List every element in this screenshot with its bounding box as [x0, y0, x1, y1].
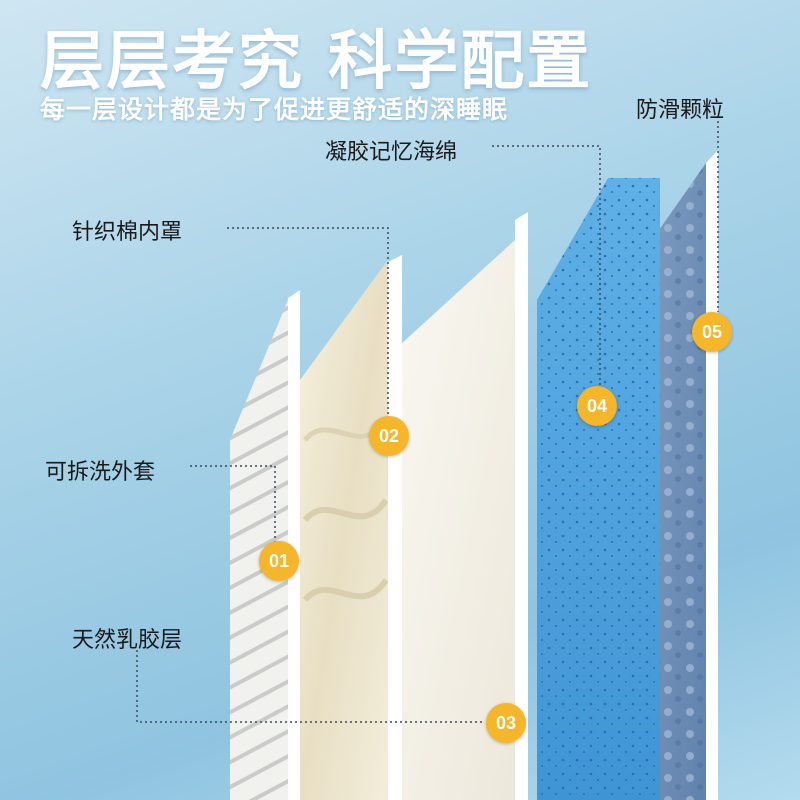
badge-05: 05: [692, 312, 732, 352]
badge-02: 02: [369, 416, 409, 456]
label-memory-foam: 凝胶记忆海绵: [325, 140, 458, 165]
badge-04: 04: [577, 386, 617, 426]
label-latex: 天然乳胶层: [72, 628, 183, 653]
badge-01: 01: [259, 541, 299, 581]
badge-03: 03: [486, 703, 526, 743]
label-washable-cover: 可拆洗外套: [45, 460, 156, 485]
page-subtitle: 每一层设计都是为了促进更舒适的深睡眠: [40, 95, 509, 124]
knit-cover-layer: [300, 255, 402, 800]
memory-foam-layer: [537, 178, 660, 800]
label-knit-cover: 针织棉内罩: [72, 220, 183, 245]
page-title: 层层考究 科学配置: [40, 25, 593, 99]
label-anti-slip: 防滑颗粒: [636, 98, 725, 123]
